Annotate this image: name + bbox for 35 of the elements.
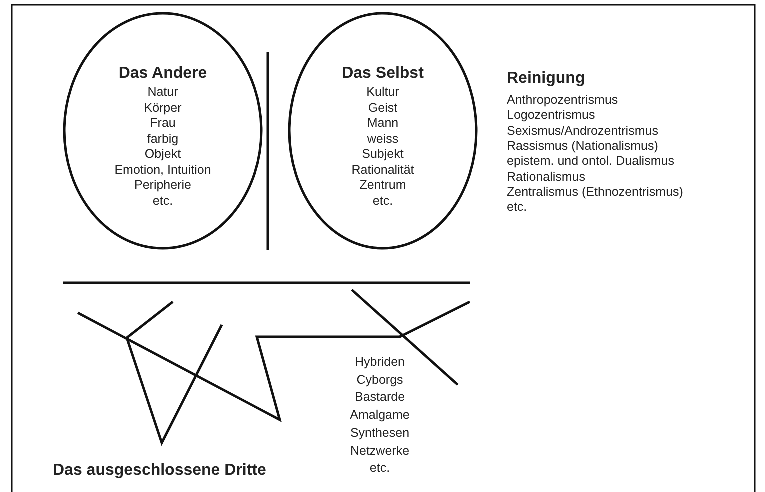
list-item: Emotion, Intuition: [114, 162, 212, 178]
heading: Das Selbst: [341, 65, 425, 83]
list-item: Rationalität: [350, 162, 416, 178]
list-item: etc.: [152, 194, 174, 208]
list-item: Anthropozentrismus: [507, 93, 618, 108]
list-item: Synthesen: [350, 426, 410, 441]
list-item: Amalgame: [350, 408, 410, 424]
list-item: etc.: [372, 194, 394, 208]
list-item: Zentralismus (Ethnozentrismus): [507, 184, 684, 200]
list-item: Objekt: [144, 147, 182, 162]
list-item: weiss: [366, 132, 400, 146]
list-item: Rationalismus: [507, 170, 586, 184]
list-item: Bastarde: [354, 390, 406, 406]
list-item: Mann: [366, 116, 400, 131]
list-item: Netzwerke: [350, 444, 410, 458]
list-item: Natur: [146, 85, 180, 100]
list-item: Frau: [149, 116, 177, 131]
list-item: Zentrum: [358, 178, 408, 193]
list-item: Subjekt: [361, 147, 405, 162]
list-item: epistem. und ontol. Dualismus: [507, 154, 674, 170]
list-item: Cyborgs: [356, 372, 404, 388]
list-item: Logozentrismus: [507, 108, 596, 124]
list-item: Sexismus/Androzentrismus: [507, 124, 658, 139]
list-item: Geist: [367, 100, 399, 116]
list-item: Kultur: [366, 85, 400, 100]
list-item: Rassismus (Nationalismus): [507, 138, 658, 154]
list-item: etc.: [507, 200, 528, 216]
heading: Das Andere: [118, 65, 208, 83]
list-item: Hybriden: [354, 355, 406, 370]
list-item: etc.: [370, 461, 390, 476]
heading: Das ausgeschlossene Dritte: [53, 462, 266, 480]
list-item: Körper: [143, 100, 183, 116]
heading: Reinigung: [507, 70, 586, 88]
list-item: Peripherie: [134, 178, 192, 193]
list-item: farbig: [146, 132, 180, 146]
